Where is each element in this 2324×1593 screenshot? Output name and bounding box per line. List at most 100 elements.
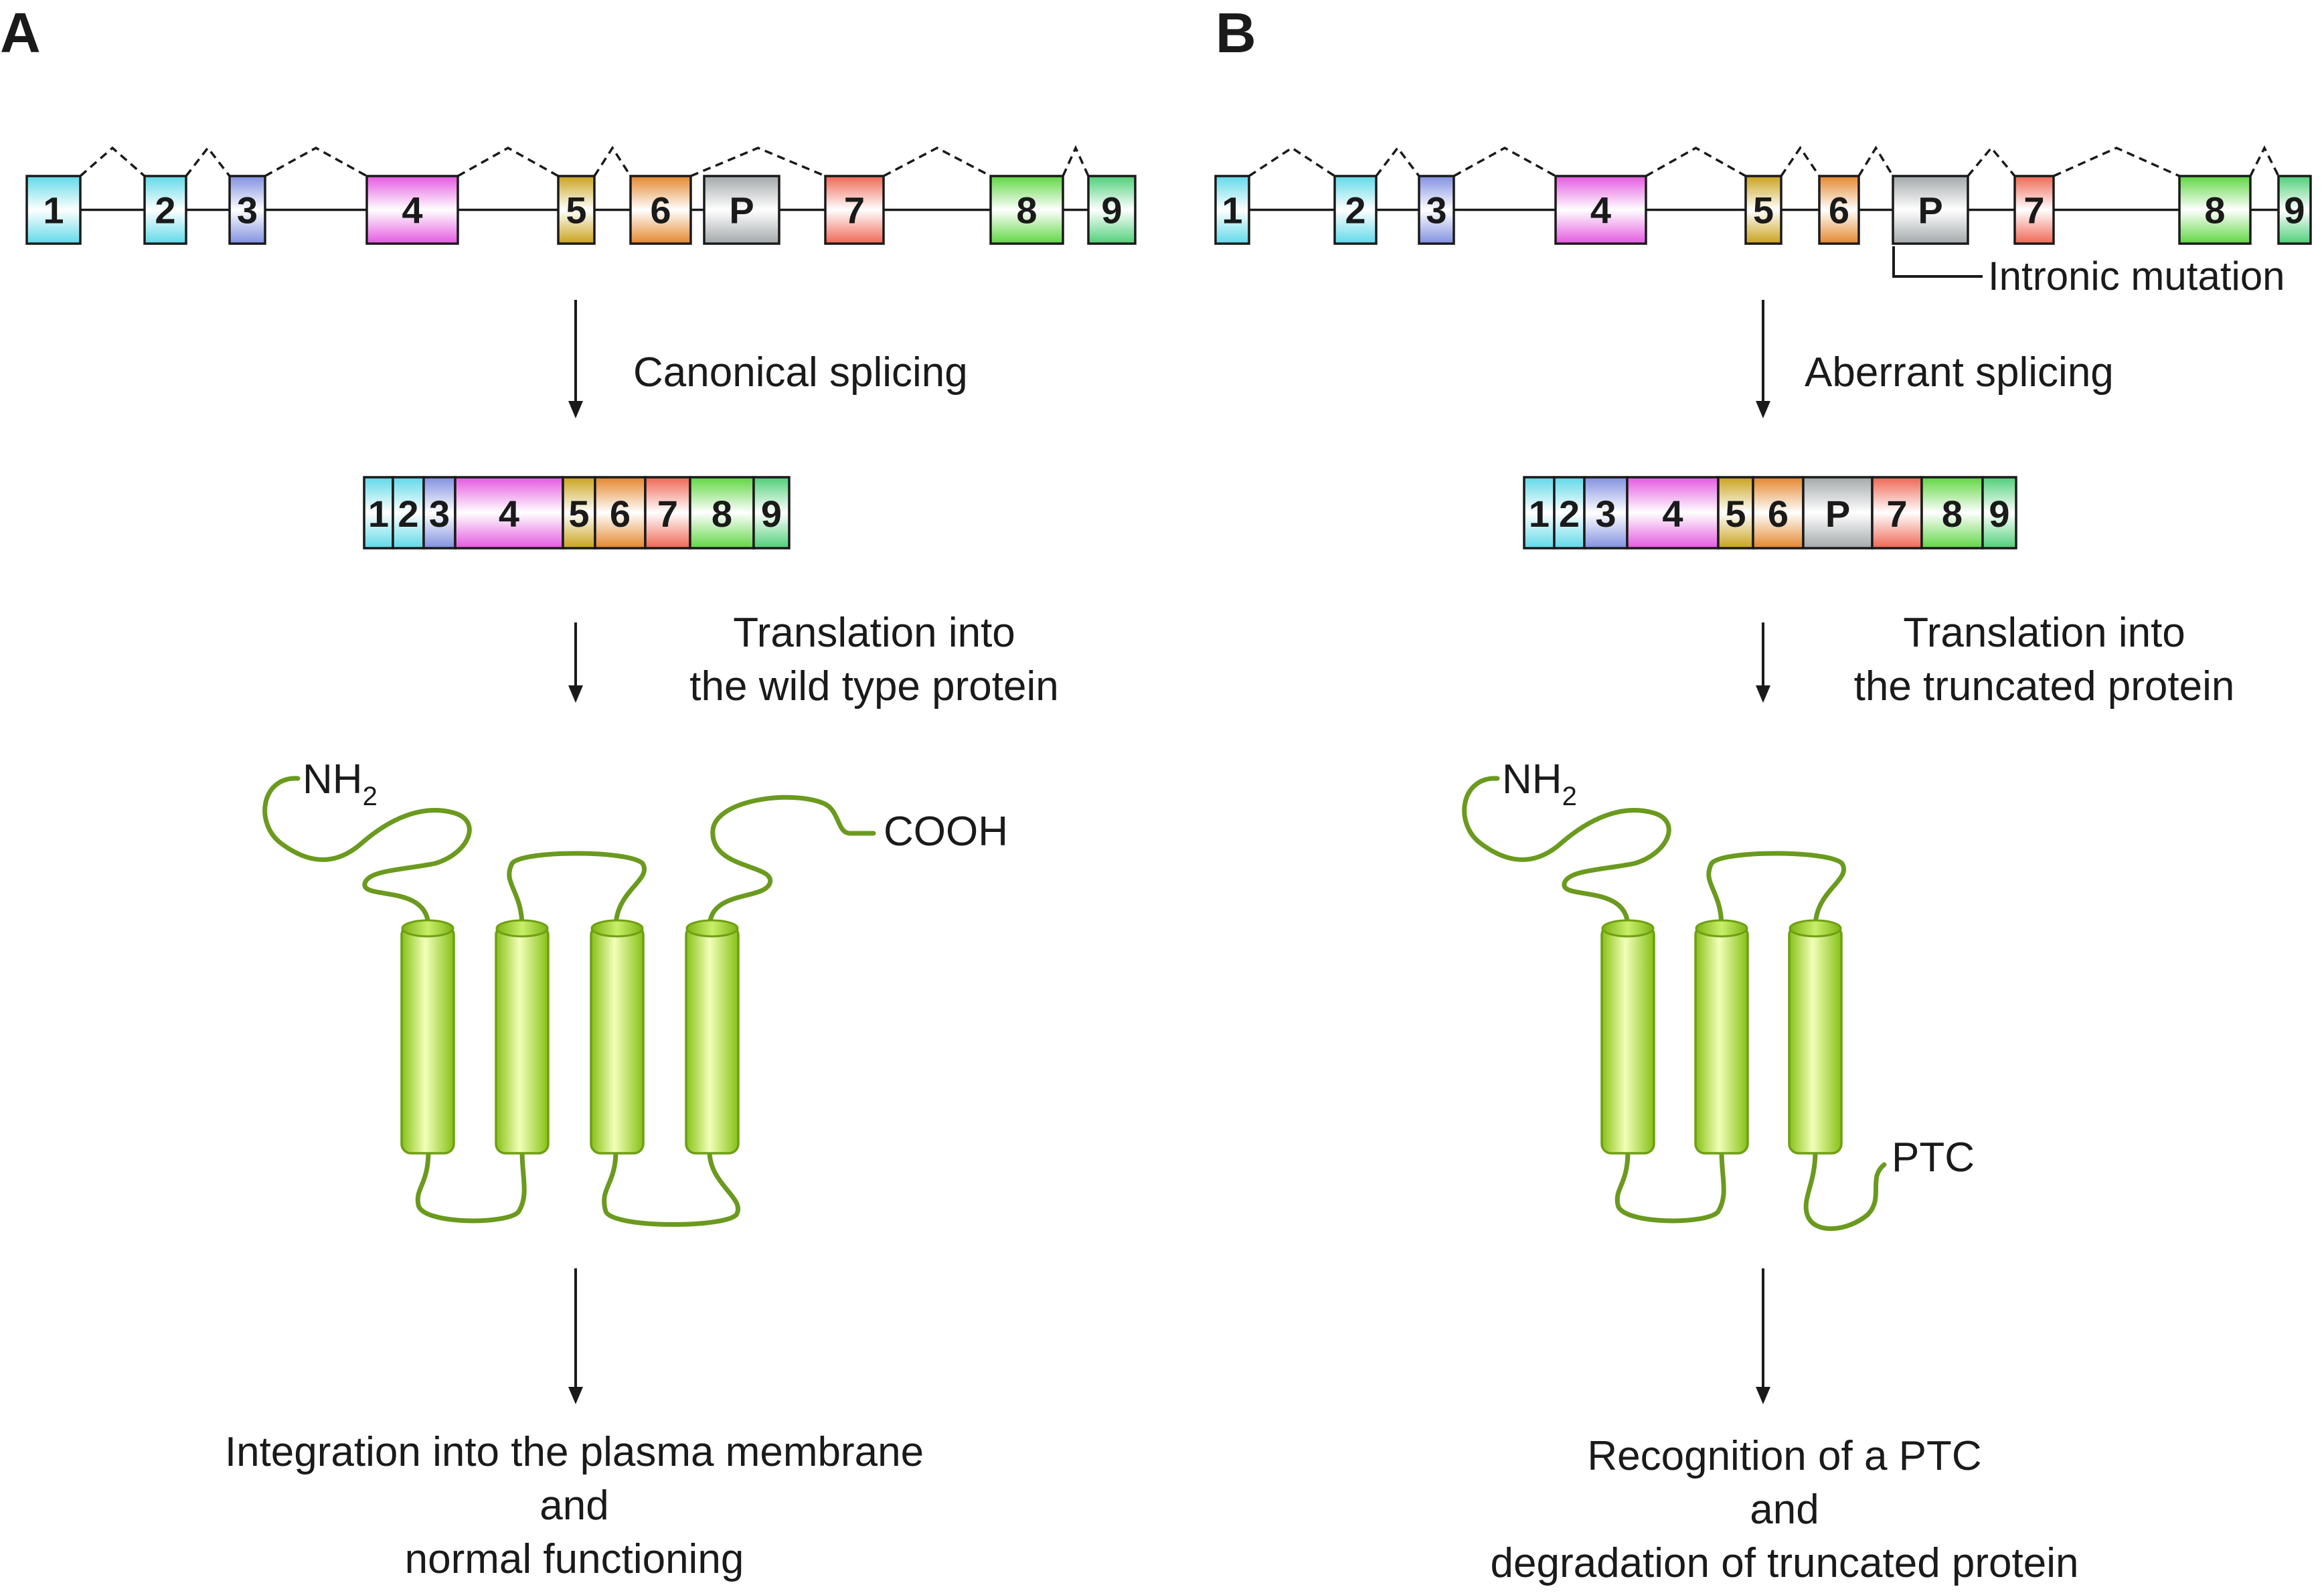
- panel-a-translation-arrow: [568, 622, 583, 703]
- transcript-exon-6: 6: [1752, 476, 1805, 550]
- extracellular-loop-1: [1706, 851, 1846, 930]
- intracellular-loop-1: [415, 1149, 527, 1224]
- exon-p: P: [1892, 175, 1969, 245]
- panel-b-outcome-arrow: [1756, 1268, 1770, 1404]
- exon-4: 4: [365, 175, 459, 245]
- exon-label: P: [729, 189, 754, 232]
- panel-b-splicing-label: Aberrant splicing: [1805, 349, 2114, 396]
- transcript-exon-5: 5: [562, 476, 596, 550]
- exon-label: 4: [1590, 189, 1611, 232]
- transcript-exon-1: 1: [1523, 476, 1556, 550]
- exon-4: 4: [1554, 175, 1647, 245]
- transcript-exon-5: 5: [1717, 476, 1754, 550]
- transcript-exon-7: 7: [644, 476, 691, 550]
- exon-label: 8: [1942, 493, 1963, 535]
- exon-label: 2: [1345, 189, 1365, 232]
- transcript-exon-p: P: [1802, 476, 1874, 550]
- splice-junction-arc: [1780, 145, 1821, 177]
- panel-a-splicing-arrow: [568, 300, 583, 418]
- helix-tm3: [590, 919, 645, 1155]
- panel-b-translation-arrow: [1756, 622, 1770, 703]
- panel-b-outcome-line3: degradation of truncated protein: [1491, 1540, 2079, 1586]
- exon-3: 3: [228, 175, 266, 245]
- splice-junction-arc: [883, 147, 991, 177]
- exon-label: 9: [2284, 189, 2305, 232]
- extracellular-loop-1: [507, 851, 647, 930]
- splice-junction-arc: [457, 146, 559, 177]
- panel-a-n-terminus: NH2: [303, 756, 378, 811]
- nh2-terminal-loop: [1462, 776, 1671, 930]
- intronic-mutation-label: Intronic mutation: [1988, 254, 2285, 299]
- panel-a-letter: A: [0, 1, 41, 64]
- panel-a-outcome-line2: and: [540, 1483, 608, 1529]
- panel-a-outcome-arrow: [568, 1268, 583, 1404]
- exon-label: 4: [499, 493, 519, 535]
- exon-6: 6: [629, 175, 692, 245]
- panel-a-translation-line1: Translation into: [733, 610, 1015, 656]
- exon-label: 7: [1886, 493, 1907, 535]
- exon-label: 9: [1989, 493, 2009, 535]
- exon-label: 5: [1725, 493, 1746, 535]
- exon-label: 8: [712, 493, 732, 535]
- panel-b-n-terminus-subscript: 2: [1562, 782, 1577, 811]
- exon-2: 2: [143, 175, 187, 245]
- exon-label: P: [1825, 493, 1850, 535]
- exon-1: 1: [1214, 175, 1250, 245]
- exon-label: 1: [368, 493, 389, 535]
- panel-a-n-terminus-base: NH: [303, 756, 363, 803]
- splice-junction-arc: [2053, 147, 2180, 177]
- panel-b-letter: B: [1216, 1, 1256, 64]
- panel-b-outcome-line1: Recognition of a PTC: [1587, 1433, 1981, 1479]
- exon-5: 5: [557, 175, 596, 245]
- transcript-exon-6: 6: [594, 476, 647, 550]
- splice-junction-arc: [1375, 146, 1420, 177]
- helix-tm3: [1788, 919, 1843, 1155]
- exon-label: 5: [568, 493, 589, 535]
- transcript-exon-3: 3: [1583, 476, 1629, 550]
- panel-a-wild-type-protein: [262, 776, 876, 1227]
- transcript-exon-2: 2: [1553, 476, 1586, 550]
- intracellular-loop-2: [602, 1149, 740, 1227]
- exon-label: 5: [566, 189, 586, 232]
- splice-junction-arc: [2249, 145, 2280, 177]
- helix-tm1: [400, 919, 455, 1155]
- transcript-exon-8: 8: [689, 476, 755, 550]
- exon-label: 6: [1768, 493, 1789, 535]
- exon-label: 8: [1016, 189, 1037, 232]
- panel-a-outcome-line3: normal functioning: [405, 1536, 744, 1582]
- exon-label: 1: [43, 189, 64, 232]
- helix-tm2: [495, 919, 550, 1155]
- panel-a-translation-line2: the wild type protein: [689, 663, 1058, 709]
- cooh-terminal-tail: [707, 794, 876, 930]
- exon-label: 8: [2204, 189, 2225, 232]
- panel-b-c-terminus-ptc: PTC: [1892, 1135, 1975, 1181]
- transcript-exon-3: 3: [422, 476, 456, 550]
- exon-label: 7: [844, 189, 865, 232]
- exon-label: 3: [237, 189, 258, 232]
- panel-b-outcome-line2: and: [1750, 1487, 1819, 1533]
- transcript-exon-9: 9: [752, 476, 791, 550]
- exon-label: 3: [429, 493, 450, 535]
- splice-junction-arc: [264, 147, 367, 177]
- transcript-exon-4: 4: [1626, 476, 1720, 550]
- exon-label: 9: [1101, 189, 1122, 232]
- exon-label: 6: [610, 493, 631, 535]
- exon-label: 3: [1426, 189, 1446, 232]
- mutation-pointer: [1892, 246, 1983, 278]
- exon-label: 2: [398, 493, 418, 535]
- exon-label: 5: [1753, 189, 1774, 232]
- panel-a-c-terminus: COOH: [884, 809, 1008, 855]
- exon-label: 4: [402, 189, 422, 232]
- transcript-exon-1: 1: [363, 476, 394, 550]
- transcript-exon-7: 7: [1871, 476, 1923, 550]
- panel-b-truncated-protein: [1462, 776, 1887, 1232]
- exon-3: 3: [1418, 175, 1455, 245]
- panel-b-translation-line1: Translation into: [1903, 610, 2185, 656]
- exon-label: 2: [1559, 493, 1580, 535]
- exon-label: 1: [1222, 189, 1242, 232]
- splice-junction-arc: [1645, 146, 1746, 177]
- exon-1: 1: [25, 175, 82, 245]
